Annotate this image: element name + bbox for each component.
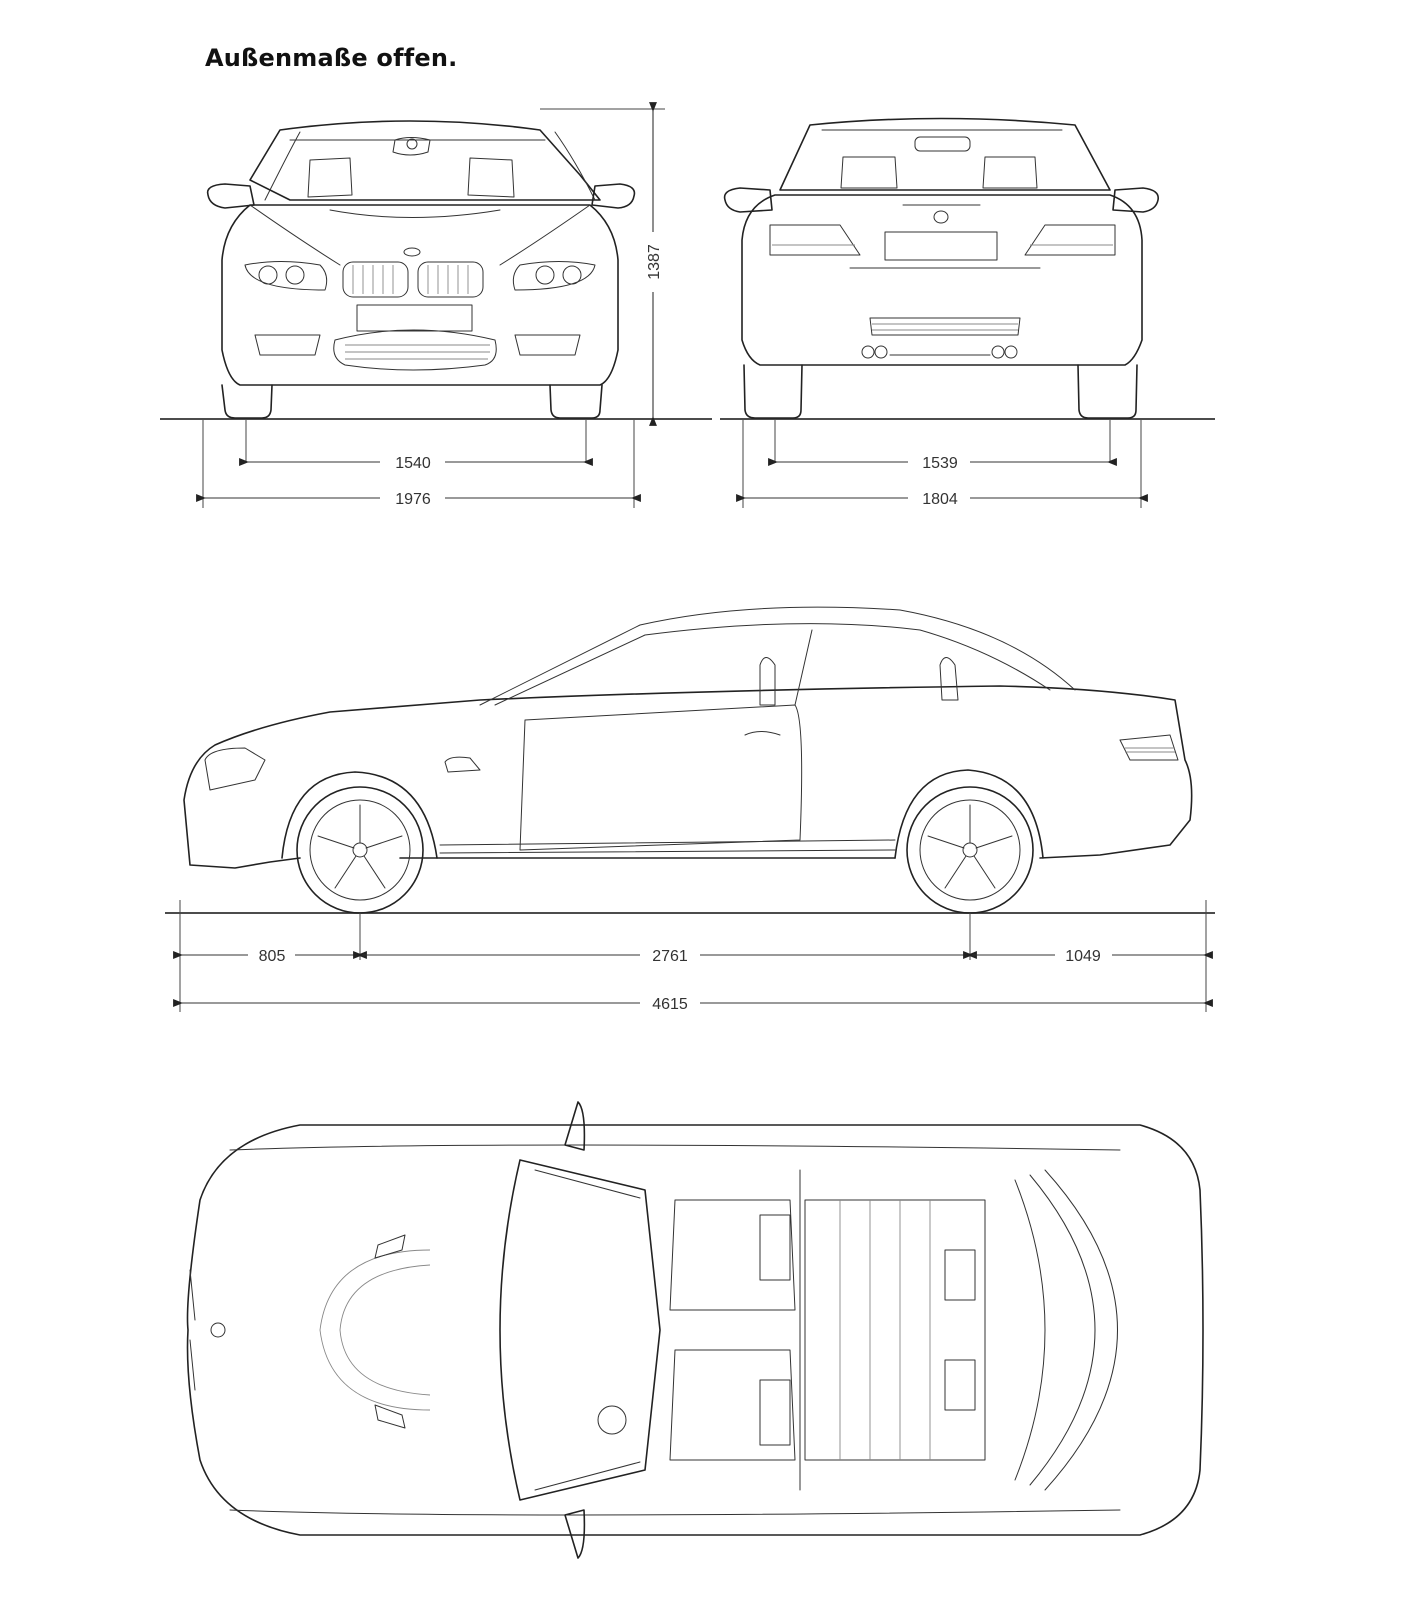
dim-front-track: 1540 (395, 455, 431, 472)
dim-rear-track: 1539 (922, 455, 958, 472)
dim-front-width: 1976 (395, 491, 431, 508)
dim-front-overhang: 805 (259, 948, 286, 965)
dim-rear-overhang: 1049 (1065, 948, 1101, 965)
dim-rear-width: 1804 (922, 491, 958, 508)
dim-height: 1387 (646, 244, 663, 280)
dim-wheelbase: 2761 (652, 948, 688, 965)
dim-length: 4615 (652, 996, 688, 1013)
front-view: 1387 1540 1976 (160, 102, 712, 508)
side-view: 805 2761 1049 4615 (165, 606, 1215, 1013)
page-title: Außenmaße offen. (205, 44, 458, 72)
top-view (186, 1101, 1204, 1559)
rear-view: 1539 1804 (720, 117, 1215, 508)
